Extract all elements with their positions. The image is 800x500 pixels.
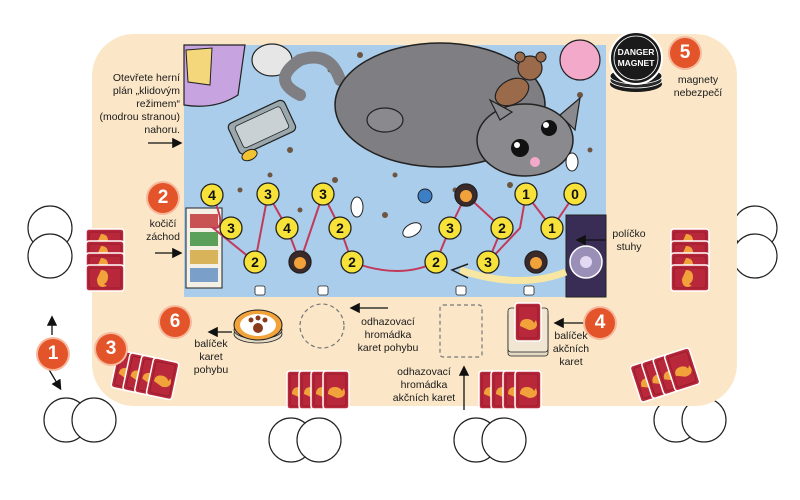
badge-6: 6 <box>160 307 190 337</box>
movement-card-deck <box>233 309 283 344</box>
badge-1: 1 <box>38 339 68 369</box>
board-instruction-line: Otevřete herní <box>112 72 180 84</box>
movement-discard-spot <box>299 303 345 349</box>
badge-4: 4 <box>585 308 615 338</box>
path-space-number: 0 <box>571 186 579 202</box>
path-space-number: 3 <box>484 254 492 270</box>
path-space-number: 3 <box>264 186 272 202</box>
litter-box-line: záchod <box>146 231 180 243</box>
path-space <box>243 250 267 274</box>
sleeping-cat <box>279 42 581 177</box>
path-space <box>490 216 514 240</box>
path-space <box>476 250 500 274</box>
board-instruction-line: režimem“ <box>136 98 180 110</box>
magnet-token-line2: MAGNET <box>618 58 656 68</box>
danger-magnets-line: nebezpečí <box>673 87 723 99</box>
movement-deck-line: pohybu <box>193 364 229 376</box>
litter-box-label: kočičí záchod <box>140 218 186 244</box>
path-space-number: 1 <box>548 220 556 236</box>
path-space-number: 2 <box>498 220 506 236</box>
path-space-number: 2 <box>336 220 344 236</box>
path-space-number: 3 <box>446 220 454 236</box>
action-deck-line: karet <box>559 356 583 368</box>
path-space <box>424 250 448 274</box>
path-space <box>514 182 538 206</box>
pointer-arrows <box>46 137 606 410</box>
danger-magnet-stack: DANGER MAGNET <box>609 31 663 92</box>
path-space <box>563 182 587 206</box>
cat-face-icon <box>530 257 542 269</box>
litter-box-line: kočičí <box>149 218 177 230</box>
magnet-token-line1: DANGER <box>618 47 655 57</box>
path-space <box>340 250 364 274</box>
path-space <box>275 216 299 240</box>
movement-deck-label: balíček karet pohybu <box>188 338 234 377</box>
danger-magnets-label: magnety nebezpečí <box>668 74 728 100</box>
badge-3: 3 <box>96 334 126 364</box>
path-space <box>219 216 243 240</box>
badge-2: 2 <box>148 183 178 213</box>
path-space-number: 2 <box>251 254 259 270</box>
ribbon-space-line: stuhy <box>616 241 642 253</box>
path-space-number: 2 <box>348 254 356 270</box>
path-space-number: 4 <box>283 220 291 236</box>
path-space <box>256 182 280 206</box>
danger-magnets-line: magnety <box>677 74 719 86</box>
path-space <box>540 216 564 240</box>
movement-deck-line: balíček <box>194 338 228 350</box>
path-space-number: 1 <box>522 186 530 202</box>
board-instruction-line: (modrou stranou) <box>99 111 180 123</box>
path-space <box>200 183 224 207</box>
path-space-number: 2 <box>432 254 440 270</box>
action-card-deck <box>507 302 549 357</box>
path-space <box>438 216 462 240</box>
path-space-number: 3 <box>227 220 235 236</box>
action-discard-line: akčních karet <box>392 392 456 404</box>
movement-discard-line: odhazovací <box>361 316 415 328</box>
ribbon-space-label: políčko stuhy <box>606 228 652 254</box>
ribbon-space-line: políčko <box>612 228 646 240</box>
movement-discard-line: hromádka <box>364 329 412 341</box>
path-space <box>311 182 335 206</box>
path-space-number: 4 <box>208 187 216 203</box>
path-space-number: 3 <box>319 186 327 202</box>
badge-5: 5 <box>670 38 700 68</box>
movement-discard-label: odhazovací hromádka karet pohybu <box>350 316 426 355</box>
litter-box <box>185 207 223 289</box>
teddy-bear-icon <box>494 51 547 107</box>
cat-face-icon <box>460 190 472 202</box>
path-space <box>328 216 352 240</box>
cat-face-icon <box>294 257 306 269</box>
action-deck-line: balíček <box>554 330 588 342</box>
board-instruction-line: plán „klidovým <box>112 85 180 97</box>
action-discard-spot <box>439 304 483 358</box>
action-deck-line: akčních <box>552 343 590 355</box>
action-deck-label: balíček akčních karet <box>548 330 594 369</box>
board-instruction-line: nahoru. <box>144 124 180 136</box>
action-discard-line: odhazovací <box>397 366 451 378</box>
movement-discard-line: karet pohybu <box>357 342 419 354</box>
action-discard-label: odhazovací hromádka akčních karet <box>388 366 460 405</box>
movement-deck-line: karet <box>199 351 223 363</box>
board-instruction-label: Otevřete herní plán „klidovým režimem“ (… <box>98 72 180 137</box>
movement-path: 4333103423212223 <box>200 182 587 274</box>
action-discard-line: hromádka <box>400 379 448 391</box>
ribbon-space <box>565 214 607 298</box>
